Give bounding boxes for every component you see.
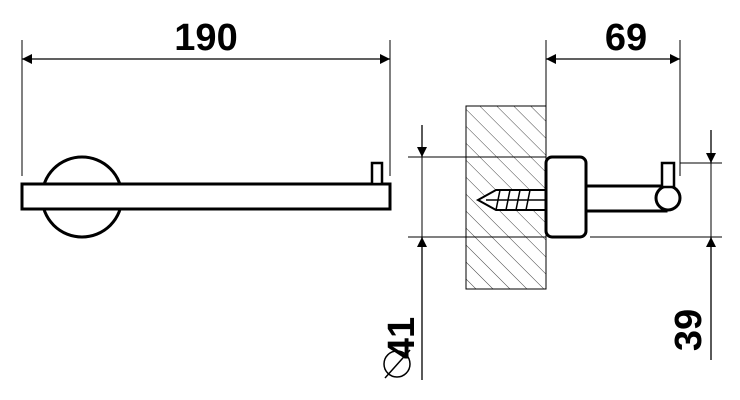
front-view: 190 (20, 17, 392, 239)
rosette-side (544, 155, 588, 239)
end-stop-pin (370, 161, 384, 186)
holder-rod (584, 184, 668, 213)
side-view: 69 41 39 (381, 17, 722, 380)
dimension-label-length: 190 (174, 17, 237, 59)
dimension-label-depth: 69 (605, 17, 647, 59)
rod-end-cap (654, 184, 682, 212)
side-end-stop (660, 161, 676, 189)
dimension-label-height: 39 (668, 309, 710, 351)
dimension-label-height-group: 39 (668, 309, 710, 351)
holder-bar (20, 182, 392, 211)
diameter-symbol-icon (383, 349, 411, 379)
